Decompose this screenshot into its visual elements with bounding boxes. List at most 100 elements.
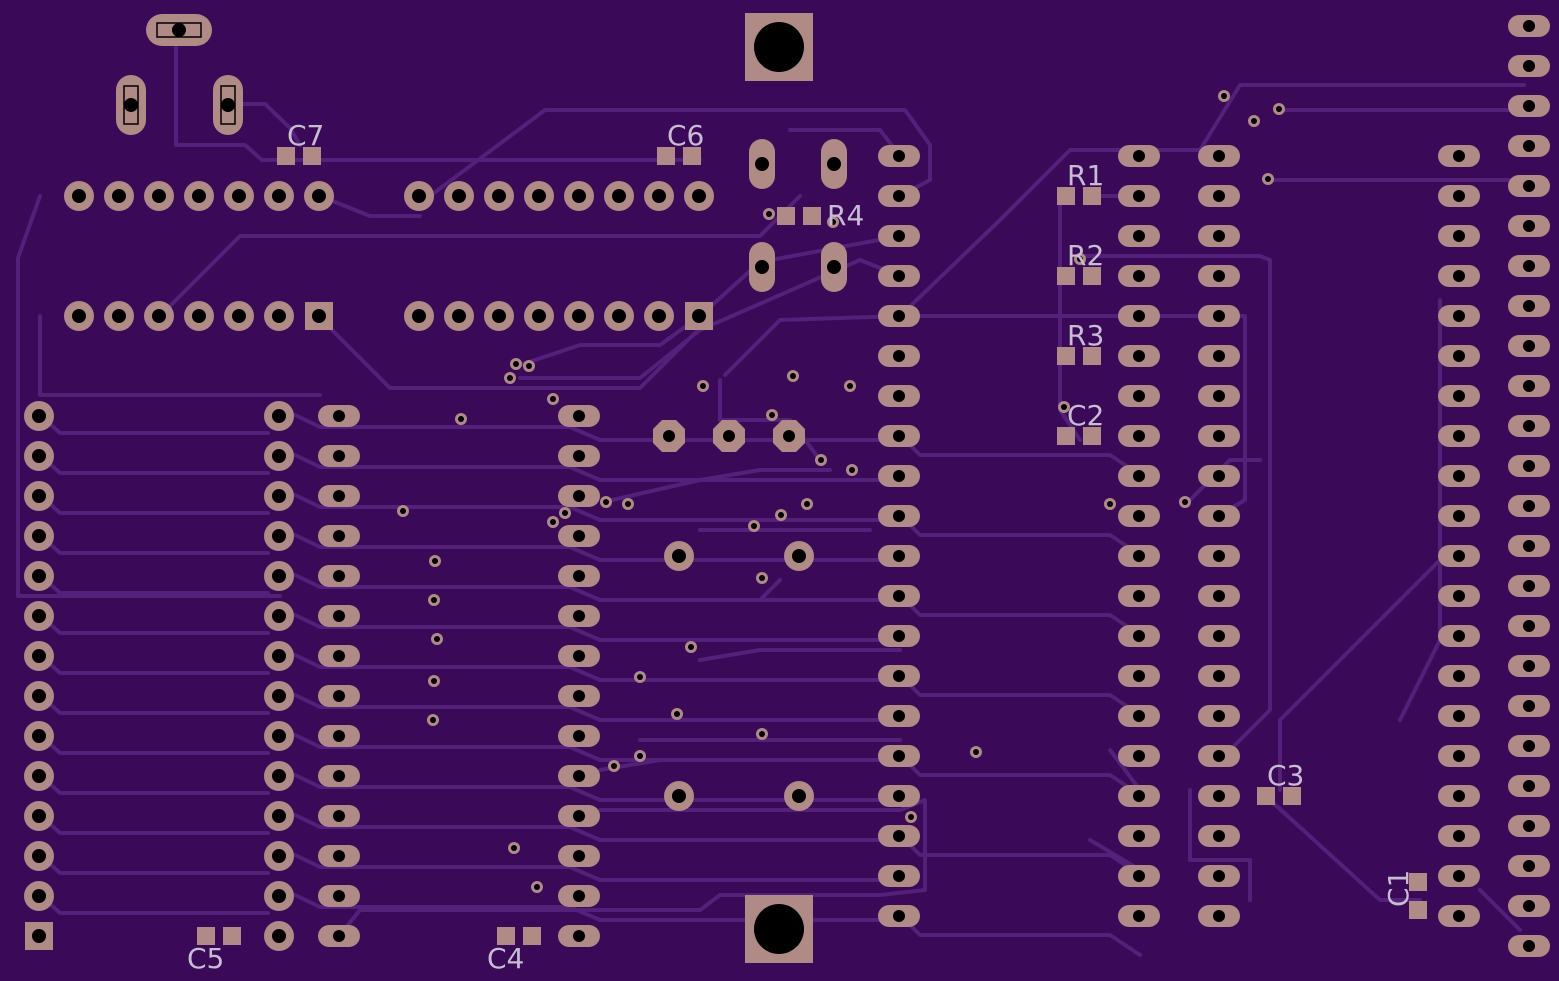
drill-hole — [1523, 380, 1535, 392]
drill-hole — [1133, 470, 1145, 482]
drill-hole — [1453, 910, 1465, 922]
drill-hole — [1213, 830, 1225, 842]
drill-hole — [1213, 190, 1225, 202]
copper-trace — [316, 314, 700, 390]
drill-hole — [1213, 750, 1225, 762]
drill-hole — [1523, 900, 1535, 912]
smd-pad — [657, 147, 675, 165]
drill-hole — [1213, 430, 1225, 442]
label-c3: C3 — [1267, 759, 1304, 792]
drill-hole — [573, 890, 585, 902]
drill-hole — [272, 929, 286, 943]
drill-hole — [272, 609, 286, 623]
drill-hole — [1453, 750, 1465, 762]
smd-pad — [1083, 427, 1101, 445]
copper-trace — [16, 194, 282, 598]
drill-hole — [573, 490, 585, 502]
via-hole — [1265, 176, 1271, 182]
drill-hole — [32, 729, 46, 743]
drill-hole — [452, 309, 466, 323]
drill-hole — [1133, 670, 1145, 682]
smd-pad — [1083, 187, 1101, 205]
via-hole — [431, 597, 437, 603]
via-hole — [1061, 404, 1067, 410]
drill-hole — [893, 830, 905, 842]
drill-hole — [1453, 590, 1465, 602]
via-hole — [1221, 93, 1227, 99]
drill-hole — [1453, 870, 1465, 882]
drill-hole — [572, 309, 586, 323]
drill-hole — [1133, 270, 1145, 282]
drill-hole — [232, 309, 246, 323]
via-hole — [513, 361, 519, 367]
via-hole — [458, 416, 464, 422]
via-hole — [1077, 256, 1083, 262]
copper-trace — [318, 194, 422, 218]
drill-hole — [1213, 230, 1225, 242]
drill-hole — [893, 870, 905, 882]
drill-hole — [1523, 660, 1535, 672]
drill-hole — [333, 810, 345, 822]
drill-hole — [1453, 430, 1465, 442]
drill-hole — [827, 260, 841, 274]
via-hole — [637, 674, 643, 680]
drill-hole — [272, 409, 286, 423]
drill-hole — [893, 790, 905, 802]
smd-pad — [1257, 787, 1275, 805]
drill-hole — [1453, 630, 1465, 642]
drill-hole — [232, 189, 246, 203]
drill-hole — [1133, 430, 1145, 442]
drill-hole — [112, 189, 126, 203]
drill-hole — [272, 529, 286, 543]
drill-hole — [32, 929, 46, 943]
drill-hole — [1523, 940, 1535, 952]
drill-hole — [1133, 630, 1145, 642]
drill-hole — [1453, 310, 1465, 322]
pad-outline — [220, 85, 236, 125]
via-hole — [611, 763, 617, 769]
drill-hole — [893, 390, 905, 402]
silkscreen-labels: C7 C6 R4 R1 R2 R3 C2 C3 C5 C4 C1 — [187, 119, 1415, 975]
drill-hole — [72, 189, 86, 203]
drill-hole — [333, 730, 345, 742]
copper-trace — [658, 578, 782, 602]
drill-hole — [893, 190, 905, 202]
copper-trace — [1188, 788, 1252, 902]
via-hole — [434, 636, 440, 642]
label-c6: C6 — [667, 119, 704, 152]
drill-hole — [893, 670, 905, 682]
drill-hole — [32, 809, 46, 823]
label-r2: R2 — [1067, 239, 1104, 272]
copper-trace — [226, 102, 302, 147]
drill-hole — [1213, 270, 1225, 282]
drill-hole — [32, 529, 46, 543]
drill-hole — [893, 470, 905, 482]
via-hole — [430, 717, 436, 723]
drill-hole — [312, 189, 326, 203]
via-hole — [766, 211, 772, 217]
drill-hole — [272, 889, 286, 903]
drill-hole — [893, 430, 905, 442]
drill-hole — [1453, 670, 1465, 682]
drill-hole — [333, 930, 345, 942]
drill-hole — [612, 309, 626, 323]
label-c7: C7 — [287, 119, 324, 152]
smd-pad — [1083, 267, 1101, 285]
drill-hole — [32, 889, 46, 903]
drill-hole — [1133, 590, 1145, 602]
copper-trace — [174, 28, 702, 162]
copper-trace — [1268, 798, 1422, 902]
drill-hole — [333, 890, 345, 902]
drill-hole — [32, 849, 46, 863]
drill-hole — [1523, 220, 1535, 232]
via-hole — [1251, 118, 1257, 124]
drill-hole — [1453, 190, 1465, 202]
copper-trace — [38, 314, 322, 397]
drill-hole — [573, 650, 585, 662]
drill-hole — [1523, 820, 1535, 832]
drill-hole — [221, 98, 235, 112]
label-c5: C5 — [187, 942, 224, 975]
drill-hole — [755, 260, 769, 274]
drill-hole — [152, 189, 166, 203]
